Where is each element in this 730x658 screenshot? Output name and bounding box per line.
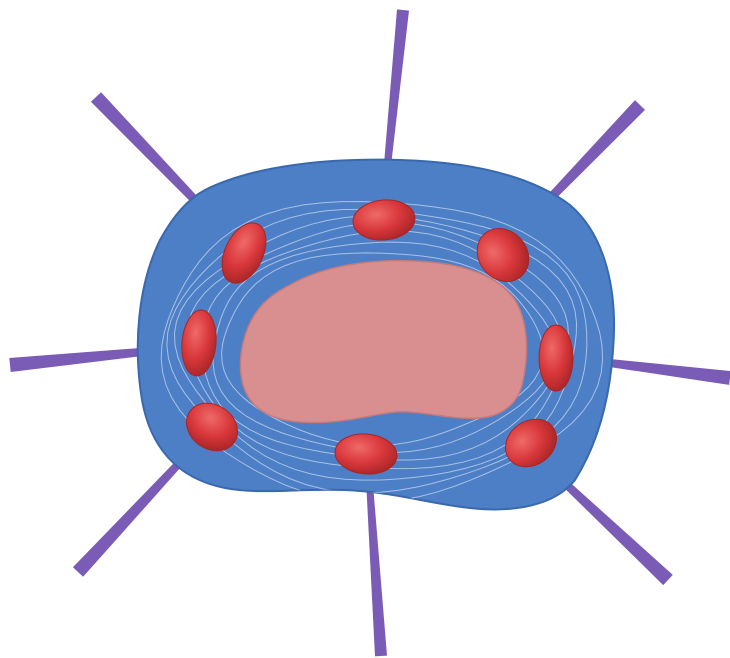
node-right	[539, 325, 573, 391]
